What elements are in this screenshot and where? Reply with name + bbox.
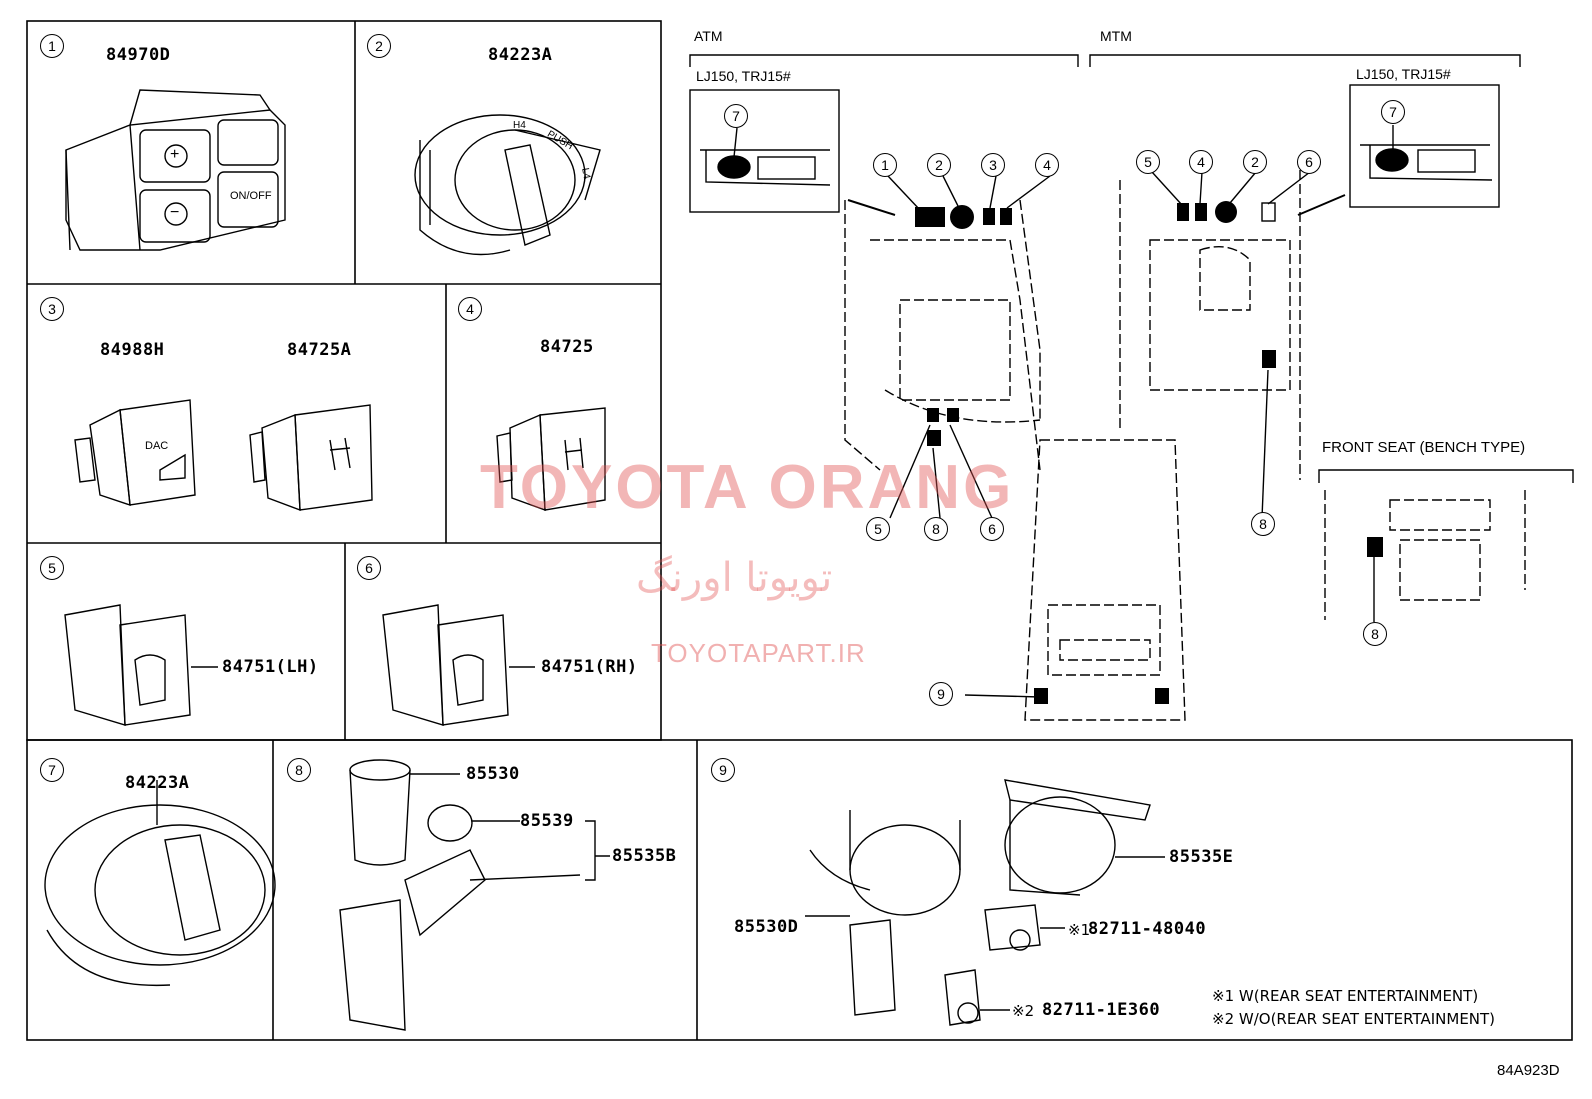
panel-5-number: 5 [40, 556, 64, 580]
switch-h4-label: H4 [513, 120, 526, 131]
atm-inset-callout: 7 [724, 104, 748, 128]
part-number-85539: 85539 [520, 811, 574, 831]
atm-lower-callout-6: 6 [980, 517, 1004, 541]
mtm-callout-2: 2 [1243, 150, 1267, 174]
mtm-label: MTM [1100, 28, 1132, 44]
switch-84988h-drawing [74, 399, 196, 507]
atm-lower-callout-5: 5 [866, 517, 890, 541]
panel-4-number: 4 [458, 297, 482, 321]
switch-dac-label: DAC [145, 440, 169, 452]
switch-84725a-drawing [249, 404, 373, 512]
switch-84223a-alt-drawing [44, 780, 276, 987]
mtm-bracket [1089, 54, 1521, 67]
panel-7-number: 7 [40, 758, 64, 782]
switch-l4-label: L4 [579, 167, 592, 180]
switch-plus-label: + [170, 146, 180, 163]
part-number-84970d: 84970D [106, 45, 171, 65]
panel-grid [26, 20, 1573, 1041]
panel-2-number: 2 [367, 34, 391, 58]
panel-6-number: 6 [357, 556, 381, 580]
panel-3-number: 3 [40, 297, 64, 321]
note-with-rse: ※1 W(REAR SEAT ENTERTAINMENT) [1212, 987, 1479, 1005]
front-seat-bracket [1318, 469, 1574, 483]
rear-socket-marks [1034, 688, 1169, 704]
atm-callout-4: 4 [1035, 153, 1059, 177]
atm-callout-1: 1 [873, 153, 897, 177]
mtm-inset-callout: 7 [1381, 100, 1405, 124]
atm-variant-label: LJ150, TRJ15# [696, 68, 791, 84]
switch-84223a-drawing [414, 114, 601, 256]
panel-9-number: 9 [711, 758, 735, 782]
part-number-84751-rh: 84751(RH) [541, 657, 638, 677]
rear-callout-9: 9 [929, 682, 953, 706]
socket-85530d-drawing [805, 810, 961, 1016]
leaders [733, 125, 1394, 698]
switch-minus-label: − [170, 204, 180, 221]
watermark-main: TOYOTA ORANG [480, 453, 1015, 522]
bench-callout-8: 8 [1363, 622, 1387, 646]
atm-switch-row [915, 205, 1012, 446]
watermark-persian: تویوتا اورنگ [636, 555, 833, 601]
seat-heater-rh-drawing [382, 604, 535, 726]
part-number-84223a-alt: 84223A [125, 773, 190, 793]
bench-seat [1324, 490, 1526, 620]
mtm-console [1119, 170, 1301, 480]
part-number-82711-1e360: 82711-1E360 [1042, 1000, 1161, 1020]
part-number-84988h: 84988H [100, 340, 165, 360]
panel-1-number: 1 [40, 34, 64, 58]
part-number-82711-48040: 82711-48040 [1088, 919, 1207, 939]
socket-85535e-drawing [1004, 779, 1165, 896]
switch-onoff-label: ON/OFF [230, 190, 272, 202]
part-number-84725: 84725 [540, 337, 594, 357]
front-seat-label: FRONT SEAT (BENCH TYPE) [1322, 439, 1526, 456]
seat-heater-lh-drawing [64, 604, 218, 726]
watermark-site: TOYOTAPART.IR [651, 638, 866, 668]
atm-lower-callout-8: 8 [924, 517, 948, 541]
rear-console [1024, 439, 1186, 721]
illustration-id: 84A923D [1497, 1062, 1560, 1079]
switch-84970d-drawing [65, 89, 286, 251]
mtm-callout-4: 4 [1189, 150, 1213, 174]
atm-inset [689, 89, 840, 213]
part-number-85535e: 85535E [1169, 847, 1234, 867]
mark-2: ※2 [1012, 1002, 1035, 1020]
mtm-switch-row [1177, 201, 1276, 368]
connector-82711-drawing [944, 904, 1065, 1026]
part-number-85530d: 85530D [734, 917, 799, 937]
part-number-84751-lh: 84751(LH) [222, 657, 319, 677]
mtm-inset [1349, 84, 1500, 208]
atm-callout-3: 3 [981, 153, 1005, 177]
part-number-84223a: 84223A [488, 45, 553, 65]
socket-85530-drawing [339, 759, 610, 1031]
part-number-85535b: 85535B [612, 846, 677, 866]
atm-label: ATM [694, 28, 723, 44]
panel-8-number: 8 [287, 758, 311, 782]
part-number-85530: 85530 [466, 764, 520, 784]
part-number-84725a: 84725A [287, 340, 352, 360]
switch-84725-drawing [496, 407, 606, 512]
mark-1: ※1 [1068, 921, 1091, 939]
atm-bracket [689, 54, 1079, 67]
note-without-rse: ※2 W/O(REAR SEAT ENTERTAINMENT) [1212, 1010, 1496, 1028]
atm-console [844, 199, 1041, 471]
mtm-lower-callout-8: 8 [1251, 512, 1275, 536]
atm-callout-2: 2 [927, 153, 951, 177]
mtm-callout-6: 6 [1297, 150, 1321, 174]
mtm-variant-label: LJ150, TRJ15# [1356, 66, 1451, 82]
mtm-callout-5: 5 [1136, 150, 1160, 174]
